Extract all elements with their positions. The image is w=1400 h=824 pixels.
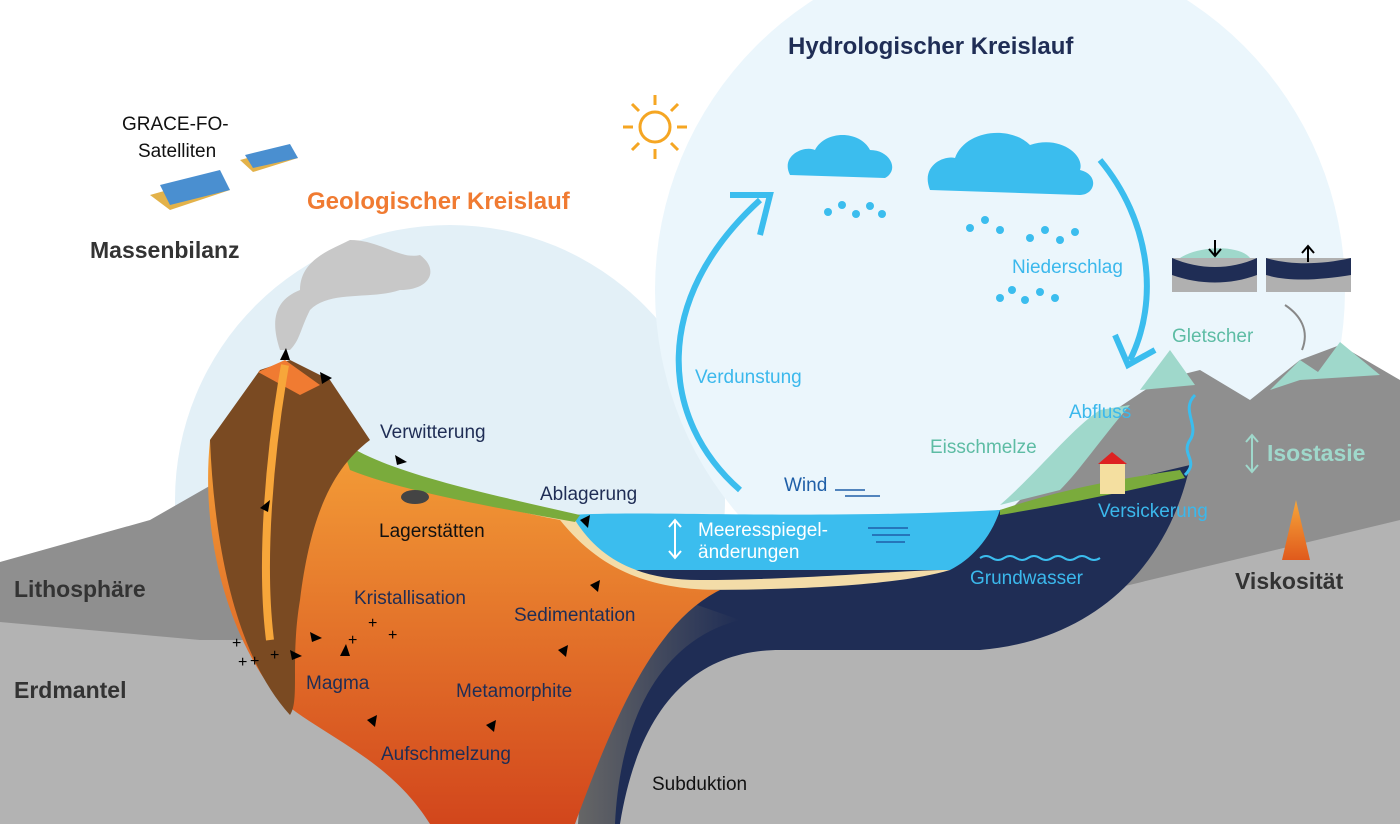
label-isostasie: Isostasie	[1267, 440, 1366, 466]
process-markers	[260, 348, 600, 732]
groundwater-wave	[979, 555, 1101, 561]
svg-text:+: +	[368, 615, 377, 632]
label-ablagerung: Ablagerung	[540, 484, 638, 505]
house-icon	[1098, 452, 1127, 494]
label-magma: Magma	[306, 673, 370, 694]
label-wind: Wind	[784, 475, 828, 496]
label-sedimentation: Sedimentation	[514, 605, 636, 626]
label-massenbilanz: Massenbilanz	[90, 237, 240, 263]
label-verwitterung: Verwitterung	[380, 422, 486, 443]
label-verdunstung: Verdunstung	[695, 367, 802, 388]
viscosity-cone	[1282, 500, 1310, 560]
precipitation-arrowhead	[1112, 333, 1157, 370]
evaporation-arrow	[675, 197, 763, 493]
mountain-snow	[1140, 342, 1380, 390]
cloud-icon	[927, 132, 1094, 195]
label-viskositaet: Viskosität	[1235, 568, 1344, 594]
satellite-label-2: Satelliten	[138, 141, 217, 162]
deposit-rocks	[401, 490, 429, 504]
label-niederschlag: Niederschlag	[1012, 257, 1123, 278]
svg-text:+: +	[388, 627, 397, 644]
sun-icon	[623, 95, 687, 159]
label-meeresspiegel-2: änderungen	[698, 542, 800, 563]
satellite-icon	[150, 144, 298, 210]
label-kristallisation: Kristallisation	[354, 588, 466, 609]
title-geological-cycle: Geologischer Kreislauf	[307, 188, 570, 215]
label-lagerstaetten: Lagerstätten	[379, 521, 485, 542]
label-metamorphite: Metamorphite	[456, 681, 573, 702]
label-gletscher: Gletscher	[1172, 326, 1254, 347]
svg-text:+: +	[250, 653, 259, 670]
title-hydrological-cycle: Hydrologischer Kreislauf	[788, 33, 1074, 60]
label-erdmantel: Erdmantel	[14, 677, 127, 703]
wind-arrows	[835, 489, 910, 543]
cloud-icon	[787, 135, 893, 178]
svg-text:+: +	[348, 632, 357, 649]
satellite-label-1: GRACE-FO-	[122, 114, 229, 135]
green-shore	[1000, 470, 1185, 515]
sand	[380, 480, 950, 590]
svg-text:+: +	[270, 647, 279, 664]
green-slope	[340, 440, 580, 522]
crystallisation-crosses: +++++++	[232, 615, 397, 671]
river	[1183, 393, 1197, 477]
isostasy-panels	[1172, 240, 1351, 351]
svg-text:+: +	[238, 654, 247, 671]
svg-text:+: +	[232, 635, 241, 652]
glacier	[1000, 405, 1130, 505]
label-abfluss: Abfluss	[1069, 402, 1132, 423]
label-grundwasser: Grundwasser	[970, 568, 1083, 589]
rain-drops	[824, 201, 1079, 304]
sea-level-arrow	[668, 518, 682, 560]
label-subduktion: Subduktion	[652, 774, 748, 795]
smoke	[275, 240, 431, 350]
isostasy-arrow	[1245, 433, 1259, 474]
label-eisschmelze: Eisschmelze	[930, 437, 1037, 458]
evaporation-arrowhead	[730, 192, 774, 236]
label-meeresspiegel-1: Meeresspiegel-	[698, 520, 828, 541]
magma-body	[208, 408, 720, 824]
label-versickerung: Versickerung	[1098, 501, 1208, 522]
label-aufschmelzung: Aufschmelzung	[381, 744, 511, 765]
volcano	[210, 360, 370, 715]
label-lithosphaere: Lithosphäre	[14, 576, 146, 602]
precipitation-arrow	[1097, 158, 1150, 362]
volcano-crater	[258, 360, 320, 395]
